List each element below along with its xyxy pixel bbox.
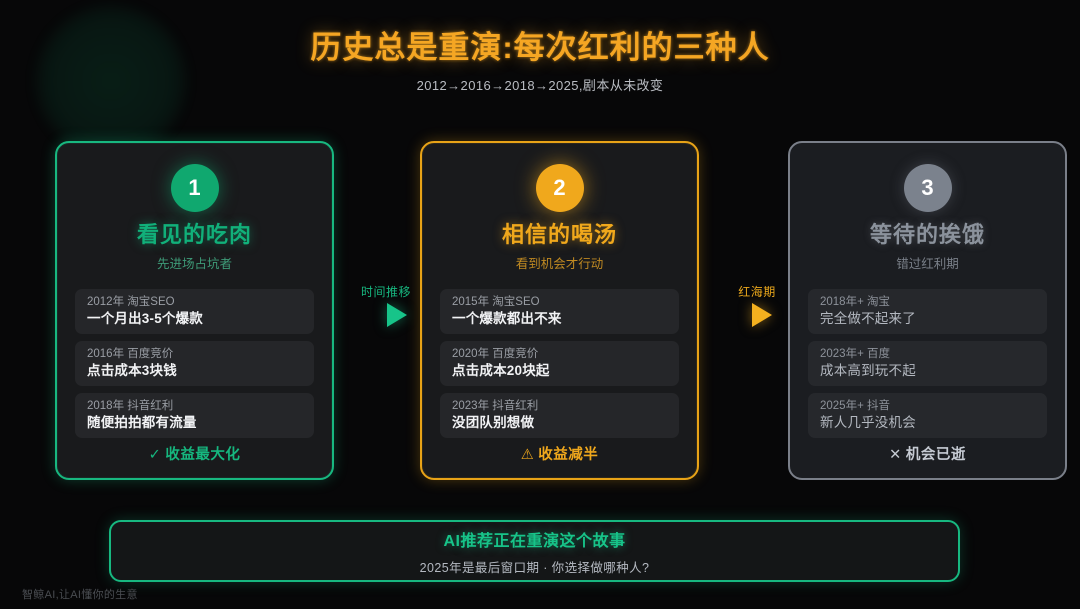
table-row: 2018年 抖音红利 随便拍拍都有流量 (75, 393, 314, 438)
bottom-callout-banner[interactable]: AI推荐正在重演这个故事 2025年是最后窗口期 · 你选择做哪种人? (109, 520, 960, 582)
banner-subline: 2025年是最后窗口期 · 你选择做哪种人? (419, 560, 650, 575)
close-icon: ✕ (889, 447, 902, 463)
card-3-title: 等待的挨饿 (869, 222, 985, 247)
row-value: 一个月出3-5个爆款 (87, 311, 204, 326)
card-3-number-badge: 3 (903, 164, 952, 212)
table-row: 2016年 百度竞价 点击成本3块钱 (75, 341, 314, 386)
row-value: 没团队别想做 (452, 415, 535, 430)
card-1-status: ✓收益最大化 (57, 443, 332, 464)
table-row: 2012年 淘宝SEO 一个月出3-5个爆款 (75, 289, 314, 334)
card-2-status: ⚠收益减半 (422, 443, 697, 464)
connector-time-shift: 时间推移 (341, 283, 431, 327)
card-2-status-label: 收益减半 (538, 447, 599, 463)
card-3-row-list: 2018年+ 淘宝 完全做不起来了 2023年+ 百度 成本高到玩不起 2025… (808, 289, 1047, 445)
table-row: 2025年+ 抖音 新人几乎没机会 (808, 393, 1047, 438)
card-1-number-badge: 1 (170, 164, 219, 212)
banner-headline: AI推荐正在重演这个故事 (443, 532, 626, 550)
row-label: 2018年 抖音红利 (87, 400, 174, 412)
row-value: 成本高到玩不起 (820, 363, 916, 378)
page-subtitle: 2012→2016→2018→2025,剧本从未改变 (416, 78, 664, 93)
card-stage-2[interactable]: 2 相信的喝汤 看到机会才行动 2015年 淘宝SEO 一个爆款都出不来 202… (420, 141, 699, 480)
card-1-subtitle: 先进场占坑者 (156, 257, 232, 271)
check-icon: ✓ (148, 447, 162, 463)
row-value: 点击成本20块起 (452, 363, 550, 378)
card-2-title: 相信的喝汤 (501, 222, 617, 247)
card-1-status-label: 收益最大化 (165, 447, 241, 463)
row-value: 新人几乎没机会 (820, 415, 916, 430)
row-label: 2020年 百度竞价 (452, 348, 539, 360)
card-3-status-label: 机会已逝 (905, 447, 966, 463)
connector-2-label: 红海期 (738, 285, 776, 299)
row-value: 完全做不起来了 (820, 311, 916, 326)
card-1-title: 看见的吃肉 (136, 222, 252, 247)
table-row: 2020年 百度竞价 点击成本20块起 (440, 341, 679, 386)
page-title: 历史总是重演:每次红利的三种人 (310, 30, 770, 65)
connector-1-label: 时间推移 (360, 285, 411, 299)
row-value: 随便拍拍都有流量 (87, 415, 197, 430)
card-2-row-list: 2015年 淘宝SEO 一个爆款都出不来 2020年 百度竞价 点击成本20块起… (440, 289, 679, 445)
table-row: 2015年 淘宝SEO 一个爆款都出不来 (440, 289, 679, 334)
card-3-subtitle: 错过红利期 (896, 257, 959, 271)
row-label: 2025年+ 抖音 (820, 400, 890, 412)
card-stage-3[interactable]: 3 等待的挨饿 错过红利期 2018年+ 淘宝 完全做不起来了 2023年+ 百… (788, 141, 1067, 480)
row-label: 2015年 淘宝SEO (452, 296, 540, 308)
arrow-right-icon (752, 303, 772, 327)
card-stage-1[interactable]: 1 看见的吃肉 先进场占坑者 2012年 淘宝SEO 一个月出3-5个爆款 20… (55, 141, 334, 480)
row-value: 点击成本3块钱 (87, 363, 177, 378)
card-2-subtitle: 看到机会才行动 (515, 257, 604, 271)
row-label: 2012年 淘宝SEO (87, 296, 175, 308)
table-row: 2018年+ 淘宝 完全做不起来了 (808, 289, 1047, 334)
arrow-right-icon (387, 303, 407, 327)
card-2-number-badge: 2 (535, 164, 584, 212)
row-value: 一个爆款都出不来 (452, 311, 562, 326)
table-row: 2023年+ 百度 成本高到玩不起 (808, 341, 1047, 386)
row-label: 2016年 百度竞价 (87, 348, 174, 360)
row-label: 2018年+ 淘宝 (820, 296, 890, 308)
card-1-row-list: 2012年 淘宝SEO 一个月出3-5个爆款 2016年 百度竞价 点击成本3块… (75, 289, 314, 445)
card-3-status: ✕机会已逝 (790, 443, 1065, 464)
connector-red-ocean: 红海期 (712, 283, 802, 327)
table-row: 2023年 抖音红利 没团队别想做 (440, 393, 679, 438)
row-label: 2023年 抖音红利 (452, 400, 539, 412)
watermark: 智鲸AI,让AI懂你的生意 (22, 589, 138, 601)
row-label: 2023年+ 百度 (820, 348, 890, 360)
warning-icon: ⚠ (520, 447, 535, 463)
